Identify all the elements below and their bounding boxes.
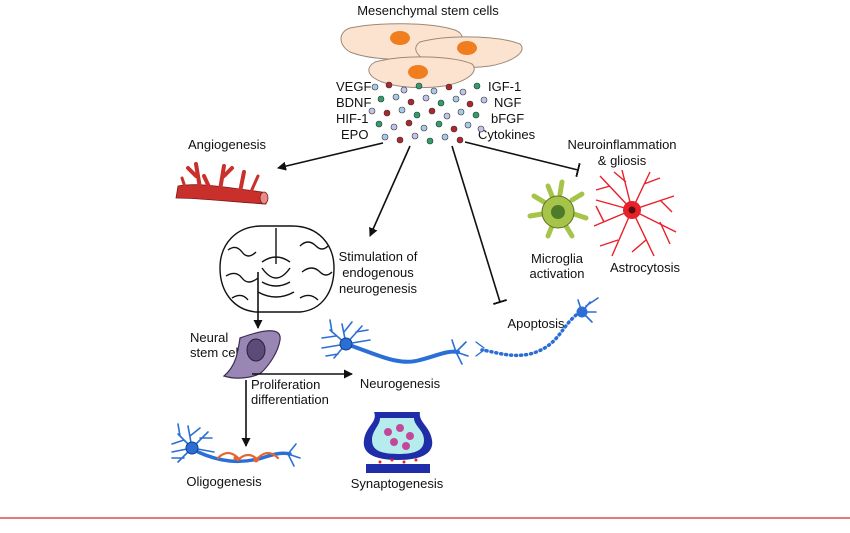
inhibit-neuroinflammation <box>464 141 581 178</box>
factor-bfgf: bFGF <box>491 111 524 126</box>
msc-cells <box>340 23 523 89</box>
neural-stem-cell-icon <box>222 330 281 379</box>
label-stimulation-line2: endogenous <box>342 265 414 280</box>
secreted-factor-dots <box>368 81 488 145</box>
label-angiogenesis: Angiogenesis <box>188 137 267 152</box>
label-stimulation-line3: neurogenesis <box>339 281 418 296</box>
factor-vegf: VEGF <box>336 79 371 94</box>
label-proliferation-line2: differentiation <box>251 392 329 407</box>
brain-section-icon <box>219 225 335 313</box>
neuron-icon <box>321 319 469 365</box>
label-astrocytosis: Astrocytosis <box>610 260 681 275</box>
oligodendrocyte-neuron-icon <box>171 423 301 467</box>
arrow-to-angiogenesis <box>277 142 384 171</box>
apoptotic-neuron-icon <box>475 297 599 358</box>
factors-right: IGF-1 NGF bFGF Cytokines <box>478 79 536 142</box>
microglia-icon <box>527 179 589 239</box>
synapse-icon <box>363 412 433 473</box>
factor-ngf: NGF <box>494 95 522 110</box>
label-microglia-line2: activation <box>530 266 585 281</box>
label-apoptosis: Apoptosis <box>507 316 565 331</box>
label-neural-line2: stem cell <box>190 345 241 360</box>
label-neuroinflammation-line1: Neuroinflammation <box>567 137 676 152</box>
astrocyte-icon <box>593 169 677 257</box>
label-neurogenesis: Neurogenesis <box>360 376 441 391</box>
label-neuroinflammation-line2: & gliosis <box>598 153 647 168</box>
title: Mesenchymal stem cells <box>357 3 499 18</box>
factors-left: VEGF BDNF HIF-1 EPO <box>336 79 371 142</box>
label-microglia-line1: Microglia <box>531 251 584 266</box>
blood-vessel-icon <box>175 162 269 205</box>
label-synaptogenesis: Synaptogenesis <box>351 476 444 491</box>
inhibit-apoptosis <box>451 145 507 306</box>
factor-hif1: HIF-1 <box>336 111 369 126</box>
effect-arrows <box>277 141 581 306</box>
label-stimulation-line1: Stimulation of <box>339 249 418 264</box>
arrow-to-stimulation <box>369 145 411 237</box>
label-proliferation-line1: Proliferation <box>251 377 320 392</box>
factor-cytokines: Cytokines <box>478 127 536 142</box>
factor-igf1: IGF-1 <box>488 79 521 94</box>
factor-epo: EPO <box>341 127 368 142</box>
label-neural-line1: Neural <box>190 330 228 345</box>
factor-bdnf: BDNF <box>336 95 371 110</box>
label-oligogenesis: Oligogenesis <box>186 474 262 489</box>
